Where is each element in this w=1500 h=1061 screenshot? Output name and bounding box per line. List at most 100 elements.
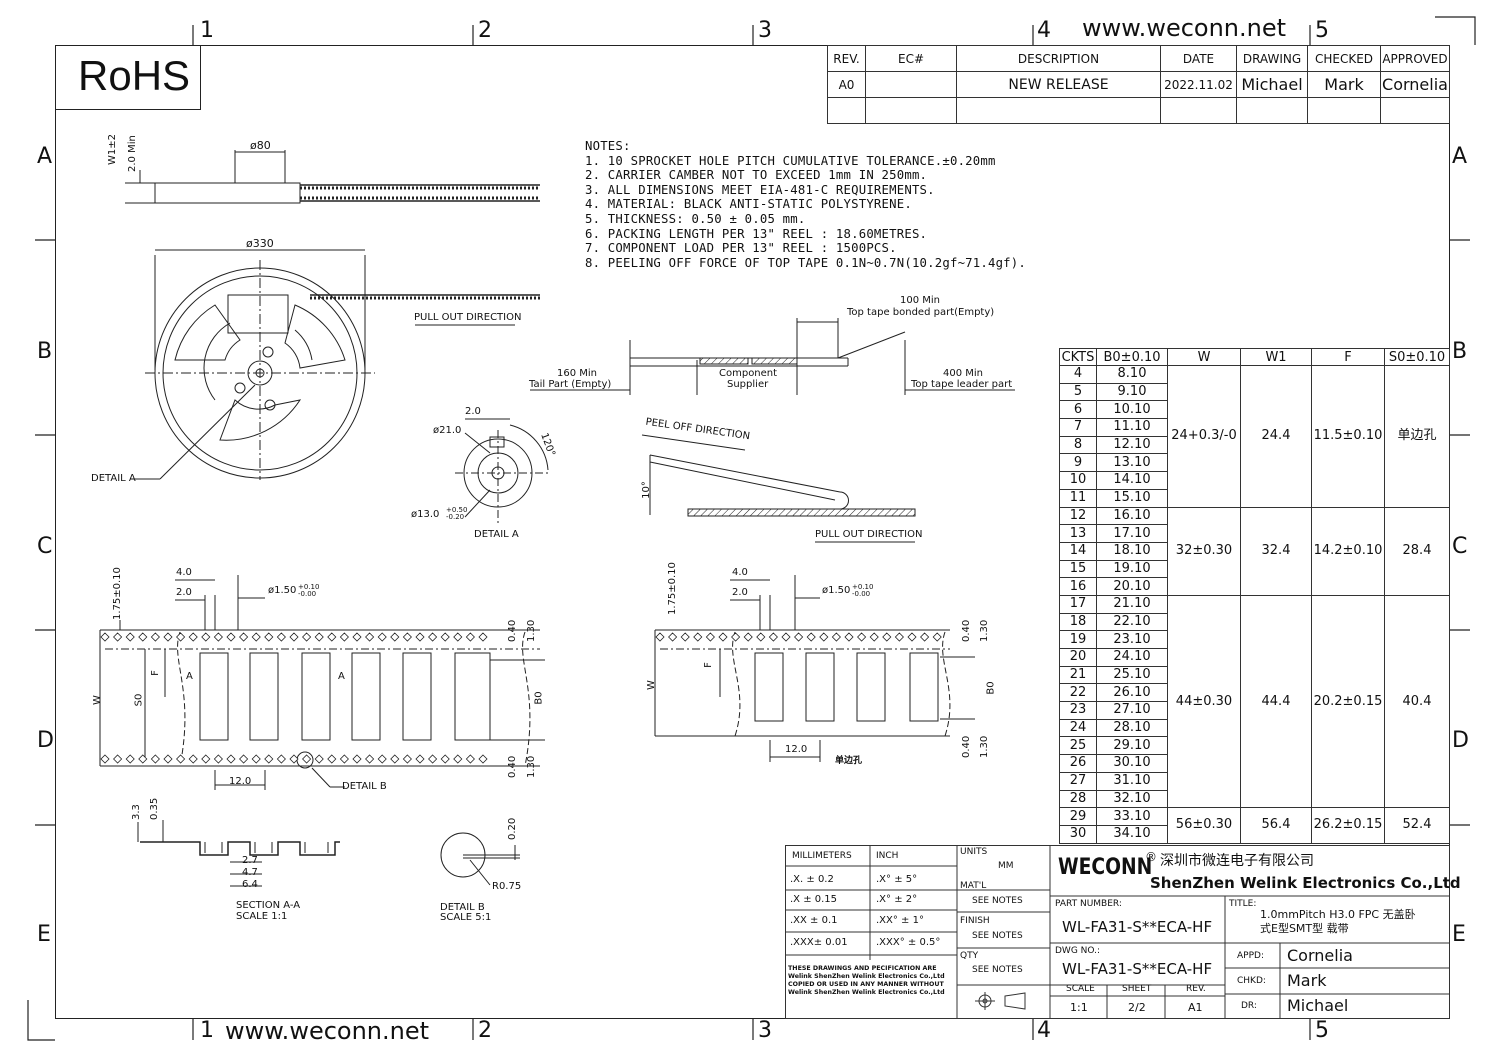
b0-cell: 9.10 (1096, 382, 1168, 402)
detail-a-label: DETAIL A (91, 473, 136, 484)
sprocket-hole (138, 754, 148, 764)
rev-header: REV. (827, 45, 866, 72)
b0-cell: 21.10 (1096, 594, 1168, 614)
note-3: 3. ALL DIMENSIONS MEET EIA-481-C REQUIRE… (585, 182, 935, 197)
sprocket-hole (201, 754, 211, 764)
sprocket-hole (264, 632, 274, 642)
detail-b-label: DETAIL B (342, 781, 387, 792)
sprocket-hole (794, 632, 804, 642)
tol-in-4: .XXX° ± 0.5° (876, 937, 941, 948)
component-label: Component (719, 368, 778, 379)
sprocket-hole (201, 632, 211, 642)
title-line-2: 式E型SMT型 载带 (1260, 922, 1349, 935)
ckts-cell: 24 (1059, 718, 1097, 738)
sprocket-hole (844, 632, 854, 642)
approved-header: APPROVED (1380, 45, 1450, 72)
zone-2-top: 2 (478, 18, 492, 43)
detail-a-view (455, 418, 550, 525)
dim-47-label: 4.7 (242, 867, 258, 878)
sprocket-hole (339, 754, 349, 764)
part-number-label: PART NUMBER: (1055, 899, 1122, 909)
sprocket-hole (226, 632, 236, 642)
sprocket-hole (138, 632, 148, 642)
appd-value: Cornelia (1287, 946, 1353, 965)
sprocket-hole (113, 632, 123, 642)
w-group-cell: 56±0.30 (1167, 807, 1241, 844)
b0-cell: 13.10 (1096, 453, 1168, 473)
dwg-no-value: WL-FA31-S**ECA-HF (1062, 960, 1213, 978)
dim-64-label: 6.4 (242, 879, 258, 890)
sprocket-hole (894, 632, 904, 642)
detail-b-scale: SCALE 5:1 (440, 912, 492, 923)
sprocket-hole (440, 754, 450, 764)
ckts-cell: 15 (1059, 559, 1097, 579)
ckts-cell: 20 (1059, 648, 1097, 667)
part-number-value: WL-FA31-S**ECA-HF (1062, 918, 1213, 936)
sprocket-hole (478, 632, 488, 642)
sprocket-hole (882, 632, 892, 642)
zone-a-left: A (37, 144, 53, 169)
w1-group-cell: 24.4 (1240, 365, 1312, 508)
sprocket-hole (302, 754, 312, 764)
ckts-cell: 16 (1059, 577, 1097, 596)
zone-3-top: 3 (758, 18, 772, 43)
tol-mm-2: .X ± 0.15 (790, 894, 838, 905)
sprocket-hole (352, 632, 362, 642)
carrier-tape-left (99, 575, 545, 790)
sprocket-hole (264, 754, 274, 764)
sprocket-hole (213, 632, 223, 642)
s0-group-cell: 40.4 (1384, 594, 1450, 809)
sprocket-hole (113, 754, 123, 764)
sprocket-hole (176, 632, 186, 642)
sprocket-hole (415, 632, 425, 642)
sprocket-hole (857, 632, 867, 642)
reel-front-view (130, 249, 540, 480)
dr-value: Michael (1287, 996, 1349, 1015)
sprocket-hole (465, 632, 475, 642)
title-label: TITLE: (1229, 899, 1257, 909)
rev-label: REV. (1186, 984, 1206, 994)
dr-label: DR: (1241, 1001, 1257, 1011)
zone-4-top: 4 (1037, 18, 1051, 43)
sprocket-hole (453, 754, 463, 764)
description-value: NEW RELEASE (956, 71, 1161, 98)
pull-out-label-2: PULL OUT DIRECTION (815, 529, 923, 540)
sprocket-hole (339, 632, 349, 642)
scale-label: SCALE (1066, 984, 1095, 994)
sprocket-hole (327, 754, 337, 764)
detail-a-title: DETAIL A (474, 529, 519, 540)
note-8: 8. PEELING OFF FORCE OF TOP TAPE 0.1N~0.… (585, 255, 1026, 270)
section-aa-title: SECTION A-A (236, 900, 301, 911)
registered-mark: ® (1145, 850, 1157, 864)
sprocket-hole (693, 632, 703, 642)
tol-mm-3: .XX ± 0.1 (790, 915, 838, 926)
sheet-label: SHEET (1122, 984, 1152, 994)
sprocket-hole (402, 754, 412, 764)
sprocket-hole (831, 632, 841, 642)
sprocket-hole (213, 754, 223, 764)
sprocket-hole (453, 632, 463, 642)
zone-b-right: B (1452, 339, 1468, 364)
b0-cell: 33.10 (1096, 807, 1168, 826)
sprocket-hole (163, 754, 173, 764)
sprocket-hole (731, 632, 741, 642)
min-100-label: 100 Min (900, 295, 941, 306)
d80-label: ø80 (250, 139, 271, 152)
sprocket-hole (869, 632, 879, 642)
sprocket-hole (655, 632, 665, 642)
sprocket-hole (314, 632, 324, 642)
zone-3-bottom: 3 (758, 1018, 772, 1043)
disclaimer-text: THESE DRAWINGS AND PECIFICATION ARE Weli… (788, 965, 945, 996)
sprocket-hole (478, 754, 488, 764)
dim-27-label: 2.7 (242, 855, 258, 866)
mm-header: MILLIMETERS (792, 851, 852, 861)
zone-c-right: C (1452, 534, 1468, 559)
